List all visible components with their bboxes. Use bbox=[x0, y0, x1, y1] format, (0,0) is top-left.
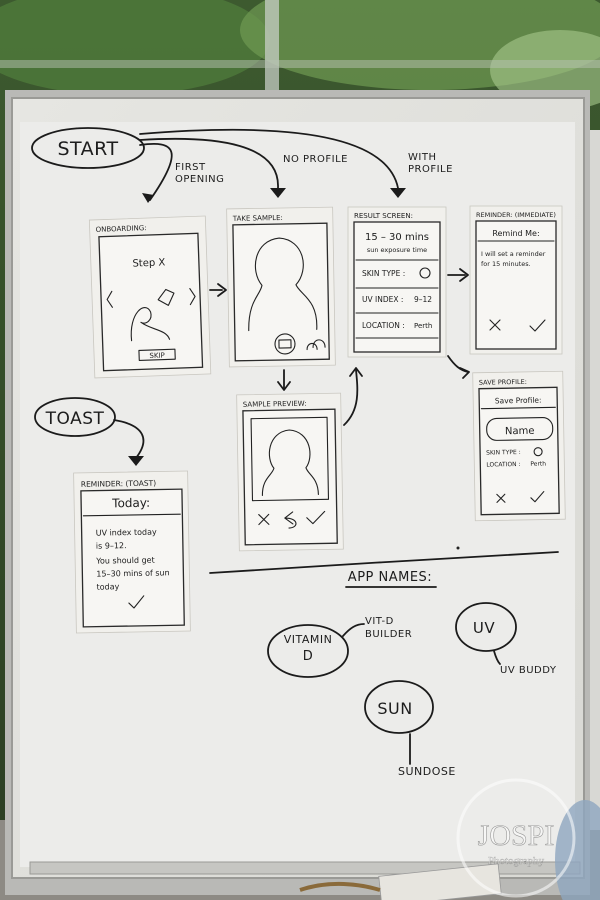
branch-first-label-2: OPENING bbox=[175, 174, 224, 185]
branch-first-label-1: FIRST bbox=[175, 162, 206, 173]
result-uv-value: 9–12 bbox=[414, 295, 432, 304]
onboarding-skip: SKIP bbox=[149, 352, 165, 361]
toast-line-3: You should get bbox=[95, 556, 155, 566]
watermark-sub: Photography bbox=[488, 855, 545, 867]
app-name-vitd: VIT-D bbox=[365, 616, 394, 627]
app-name-uv-buddy: UV BUDDY bbox=[500, 665, 557, 676]
toast-line-4: 15–30 mins of sun bbox=[96, 568, 169, 578]
result-uv-index: UV INDEX : bbox=[362, 295, 403, 304]
sample-preview-title: SAMPLE PREVIEW: bbox=[243, 400, 307, 409]
reminder-toast-head: Today: bbox=[111, 496, 150, 511]
reminder-immediate-head: Remind Me: bbox=[492, 229, 539, 238]
onboarding-step: Step X bbox=[132, 257, 165, 269]
reminder-immediate-title: REMINDER: (IMMEDIATE) bbox=[476, 211, 556, 219]
result-skin-type: SKIN TYPE : bbox=[362, 269, 405, 278]
result-location: LOCATION : bbox=[362, 321, 405, 330]
app-name-vitamin: VITAMIN bbox=[284, 633, 333, 646]
result-title: RESULT SCREEN: bbox=[354, 212, 413, 220]
app-name-uv: UV bbox=[473, 619, 495, 637]
app-name-sun: SUN bbox=[377, 699, 412, 718]
start-label: START bbox=[57, 138, 118, 160]
toast-line-2: is 9–12. bbox=[96, 541, 127, 551]
toast-line-1: UV index today bbox=[96, 528, 157, 538]
branch-withprofile-label-1: WITH bbox=[408, 152, 436, 163]
save-profile-card: SAVE PROFILE: Save Profile: Name SKIN TY… bbox=[473, 371, 566, 521]
take-sample-card: TAKE SAMPLE: bbox=[227, 207, 336, 367]
toast-label: TOAST bbox=[45, 409, 105, 429]
save-profile-skin: SKIN TYPE : bbox=[486, 449, 521, 457]
save-profile-location: LOCATION : bbox=[486, 461, 520, 469]
save-profile-location-value: Perth bbox=[530, 461, 546, 468]
result-time: 15 – 30 mins bbox=[365, 232, 429, 243]
reminder-toast-title: REMINDER: (TOAST) bbox=[81, 479, 157, 489]
onboarding-card: ONBOARDING: Step X SKIP bbox=[89, 216, 210, 378]
save-profile-name: Name bbox=[505, 426, 535, 438]
app-name-builder: BUILDER bbox=[365, 629, 412, 640]
sample-preview-card: SAMPLE PREVIEW: bbox=[237, 393, 344, 551]
result-location-value: Perth bbox=[414, 322, 432, 330]
result-time-sub: sun exposure time bbox=[367, 246, 427, 254]
app-names-heading: APP NAMES: bbox=[348, 570, 432, 585]
reminder-toast-card: REMINDER: (TOAST) Today: UV index today … bbox=[74, 471, 191, 633]
reminder-immediate-body-1: I will set a reminder bbox=[481, 250, 546, 258]
app-name-sundose: SUNDOSE bbox=[398, 765, 456, 778]
watermark-brand: JOSPI bbox=[478, 819, 555, 852]
reminder-immediate-body-2: for 15 minutes. bbox=[481, 260, 531, 268]
branch-withprofile-label-2: PROFILE bbox=[408, 164, 453, 175]
save-profile-head: Save Profile: bbox=[495, 396, 542, 406]
toast-line-5: today bbox=[97, 582, 120, 591]
reminder-immediate-card: REMINDER: (IMMEDIATE) Remind Me: I will … bbox=[470, 206, 562, 354]
branch-noprofile-label: NO PROFILE bbox=[283, 154, 348, 165]
result-screen-card: RESULT SCREEN: 15 – 30 mins sun exposure… bbox=[348, 207, 446, 357]
take-sample-title: TAKE SAMPLE: bbox=[232, 214, 283, 223]
app-name-vitamin-d: D bbox=[303, 649, 314, 664]
save-profile-title: SAVE PROFILE: bbox=[479, 378, 527, 387]
